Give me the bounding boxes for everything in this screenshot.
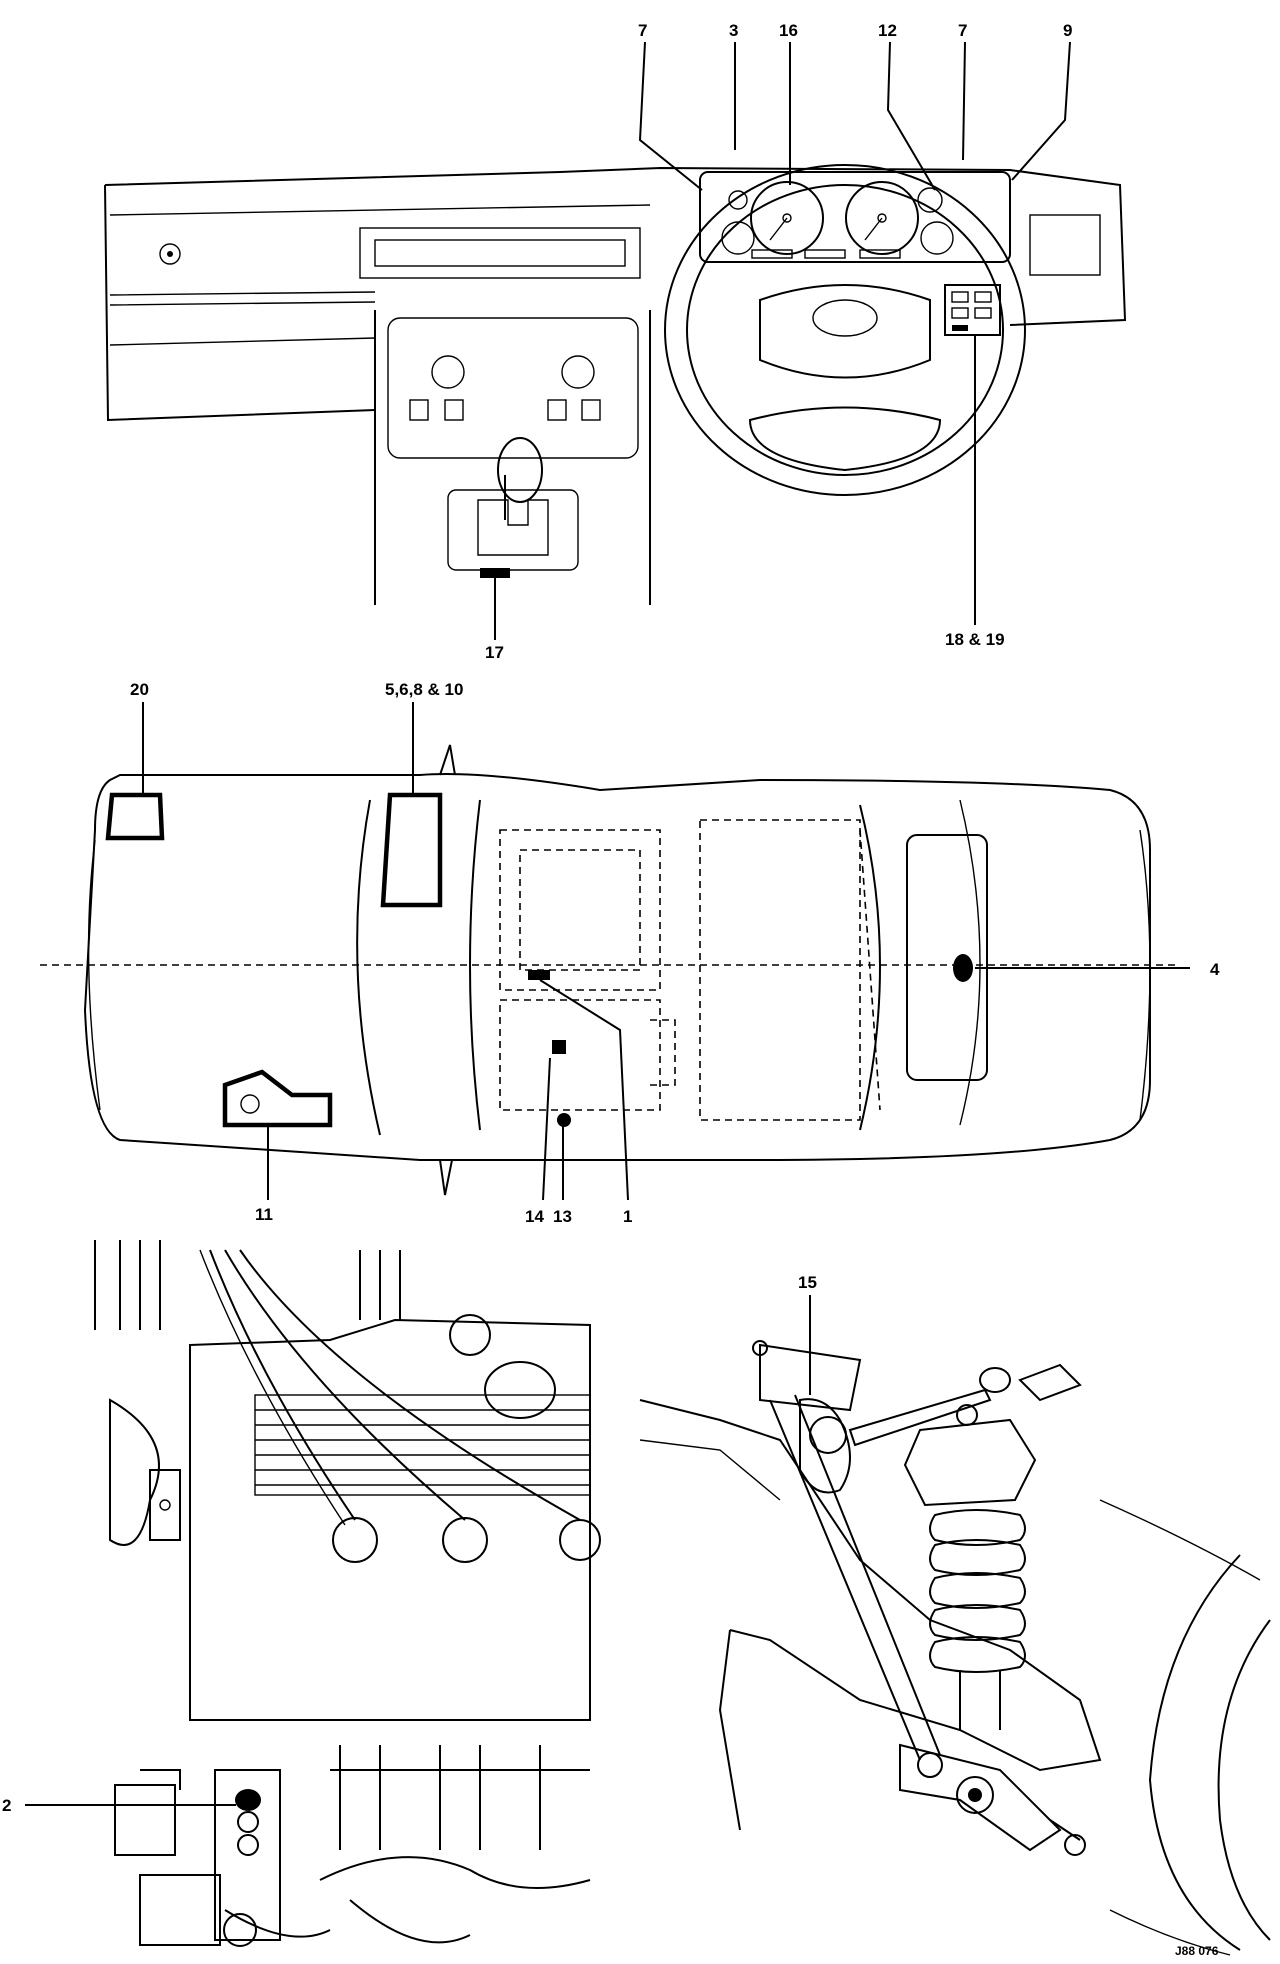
engine-view: [25, 1240, 601, 1947]
callout-17: 17: [485, 643, 504, 662]
callout-4: 4: [1210, 960, 1220, 979]
callout-12: 12: [878, 21, 897, 40]
callout-7b: 7: [958, 21, 967, 40]
callout-11: 11: [255, 1205, 273, 1224]
callout-20: 20: [130, 680, 149, 699]
callout-15: 15: [798, 1273, 817, 1292]
callout-16: 16: [779, 21, 798, 40]
callout-14: 14: [525, 1207, 544, 1226]
callout-18-19: 18 & 19: [945, 630, 1005, 649]
callout-3: 3: [729, 21, 738, 40]
callout-1: 1: [623, 1207, 632, 1226]
car-plan-view: [40, 702, 1190, 1201]
callout-7a: 7: [638, 21, 647, 40]
dashboard-view: [104, 41, 1127, 640]
callout-2: 2: [2, 1796, 11, 1815]
callout-9: 9: [1063, 21, 1072, 40]
figure-reference: J88 076: [1175, 1944, 1219, 1958]
callout-5-6-8-10: 5,6,8 & 10: [385, 680, 463, 699]
callout-13: 13: [553, 1207, 572, 1226]
suspension-view: [639, 1295, 1271, 1956]
